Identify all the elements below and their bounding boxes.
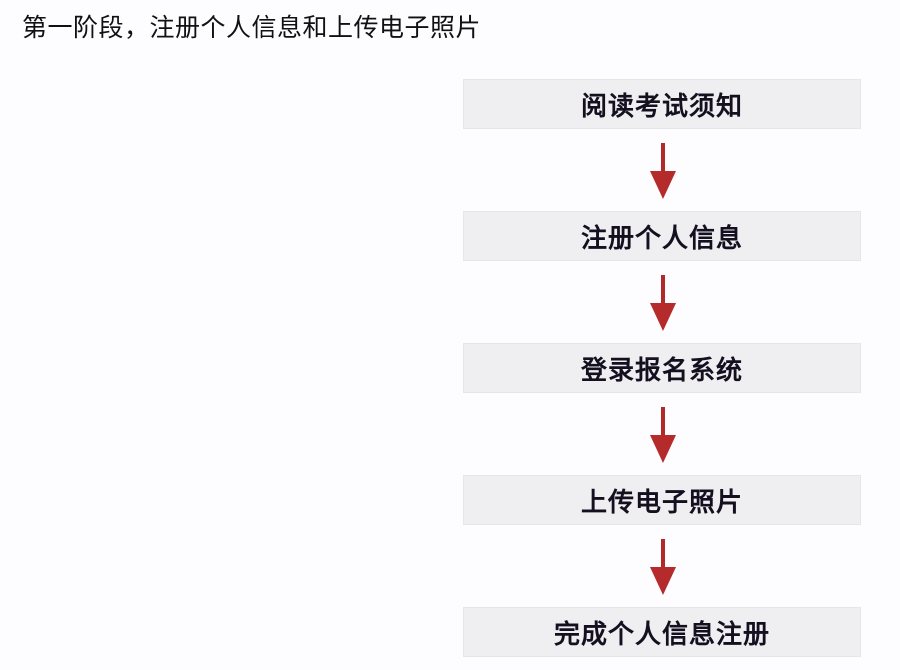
flow-step-register-info: 注册个人信息 — [463, 211, 861, 261]
stage-title: 第一阶段，注册个人信息和上传电子照片 — [22, 13, 482, 42]
arrow-down-icon — [650, 143, 676, 199]
flow-step-login-system: 登录报名系统 — [463, 343, 861, 393]
flow-step-complete-registration: 完成个人信息注册 — [463, 607, 861, 657]
arrow-down-icon — [650, 539, 676, 595]
arrow-down-icon — [650, 275, 676, 331]
flow-step-read-notice: 阅读考试须知 — [463, 79, 861, 129]
flow-step-upload-photo: 上传电子照片 — [463, 475, 861, 525]
arrow-down-icon — [650, 407, 676, 463]
